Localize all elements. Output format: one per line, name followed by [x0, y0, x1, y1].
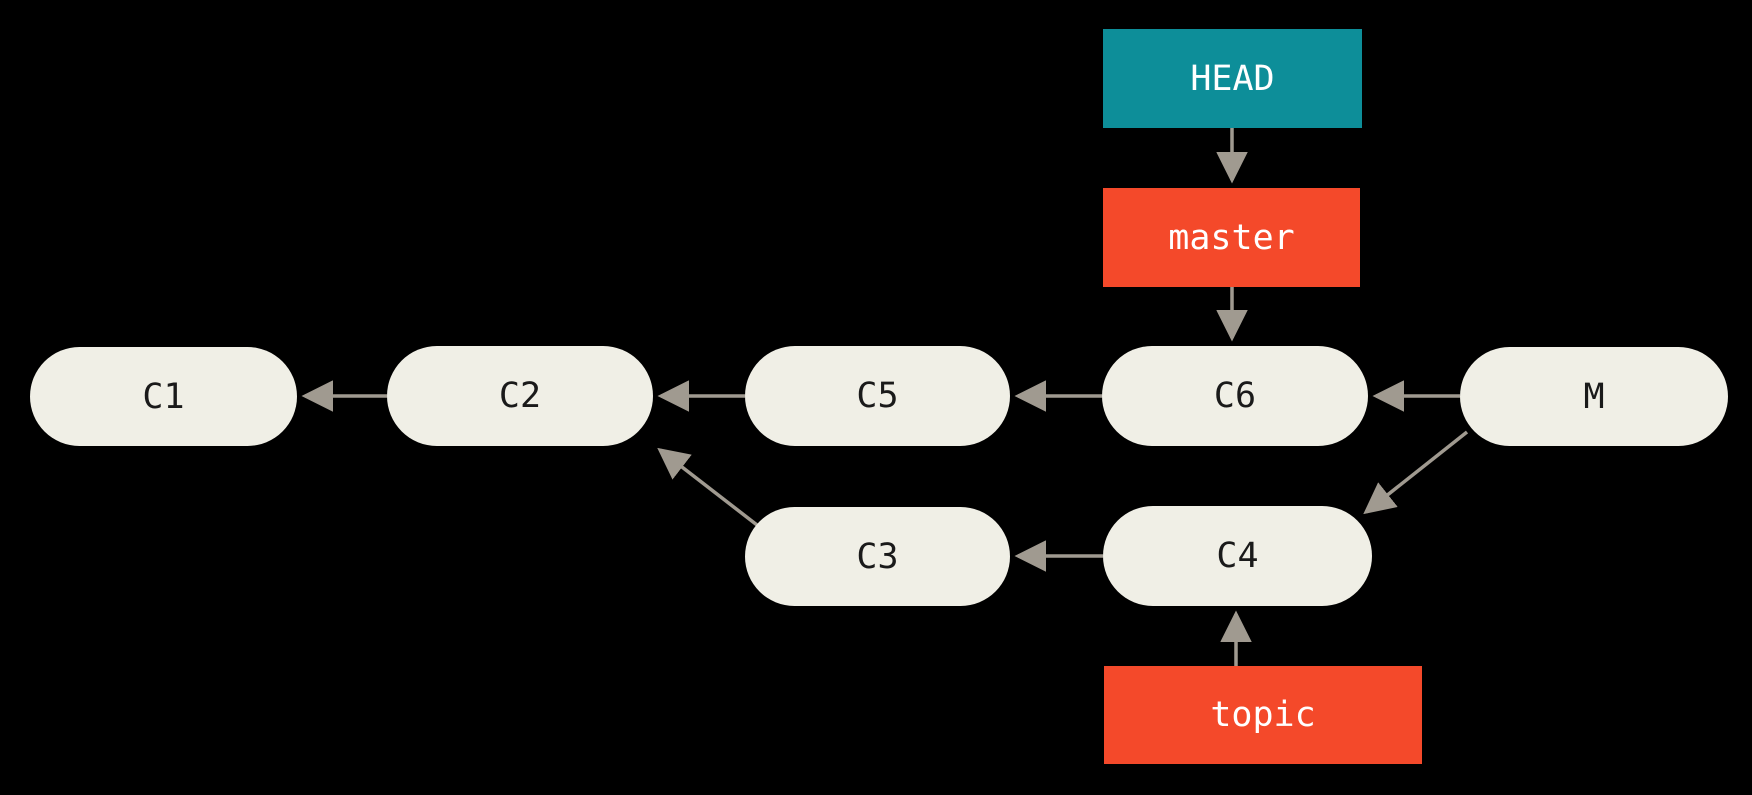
ref-label: master — [1168, 217, 1295, 258]
commit-label: M — [1583, 376, 1605, 417]
commit-label: C2 — [498, 376, 542, 416]
commit-label: C1 — [142, 376, 185, 417]
ref-box-head[interactable]: HEAD — [1103, 29, 1362, 128]
commit-node-c3[interactable]: C3 — [745, 507, 1010, 606]
ref-box-master[interactable]: master — [1103, 188, 1360, 287]
commit-node-m[interactable]: M — [1460, 347, 1728, 446]
commit-node-c5[interactable]: C5 — [745, 346, 1010, 446]
commit-label: C5 — [856, 376, 899, 416]
edge-m-to-c4 — [1363, 430, 1469, 515]
commit-label: C3 — [856, 536, 899, 577]
commit-label: C6 — [1213, 376, 1257, 416]
commit-node-c6[interactable]: C6 — [1102, 346, 1368, 446]
edge-c3-to-c2 — [657, 447, 759, 527]
commit-label: C4 — [1216, 536, 1259, 576]
ref-label: topic — [1210, 695, 1316, 735]
commit-node-c1[interactable]: C1 — [30, 347, 297, 446]
commit-node-c4[interactable]: C4 — [1103, 506, 1372, 606]
ref-box-topic[interactable]: topic — [1104, 666, 1422, 764]
commit-node-c2[interactable]: C2 — [387, 346, 653, 446]
ref-label: HEAD — [1190, 58, 1275, 99]
